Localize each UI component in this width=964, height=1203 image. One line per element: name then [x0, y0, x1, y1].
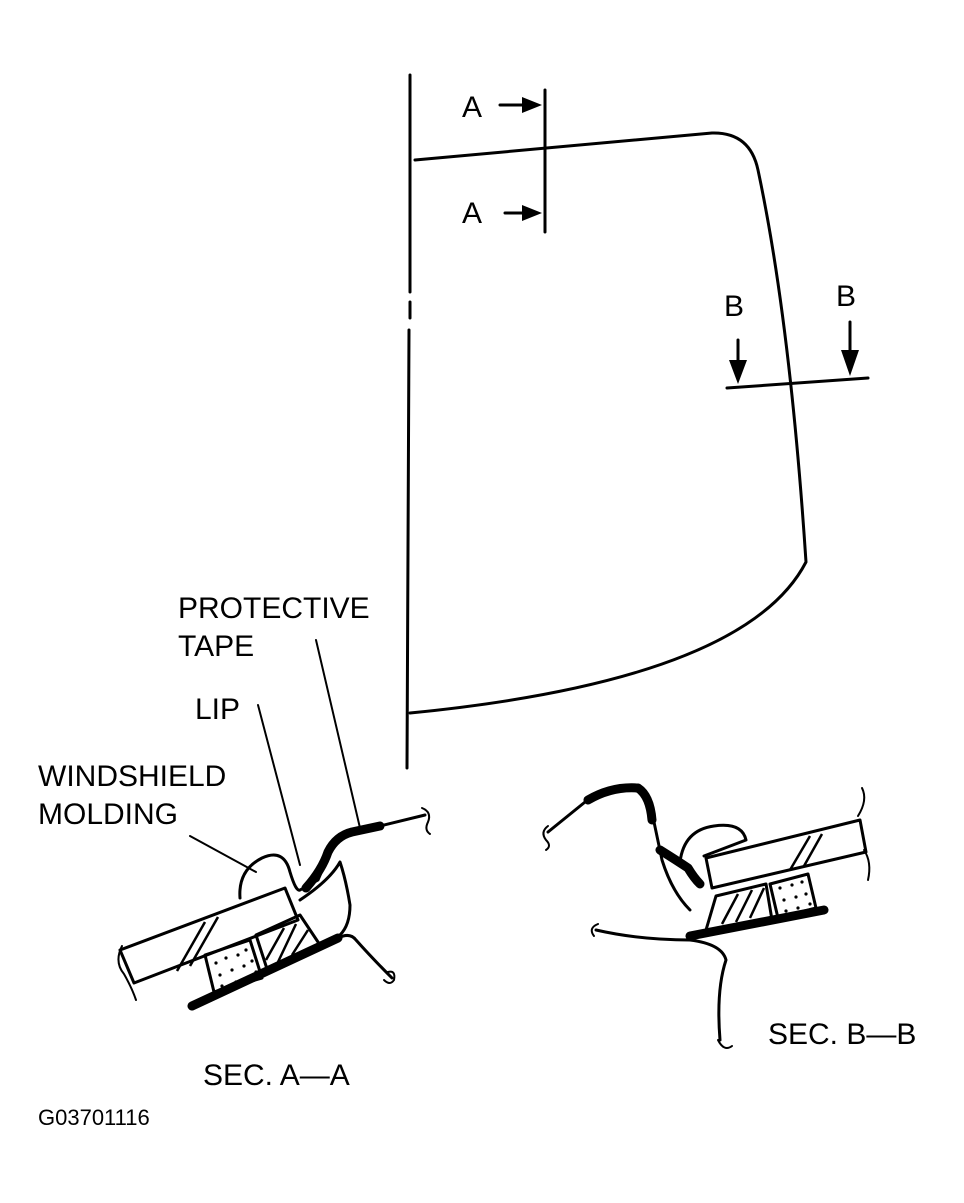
- section-a-lower-arrowhead: [522, 205, 542, 221]
- centerline-lower: [405, 328, 411, 770]
- windshield-molding-leader: [189, 835, 257, 873]
- section-b-protective-tape: [583, 783, 657, 825]
- section-b-detail: [542, 783, 871, 1049]
- section-a-roof-panel: [378, 813, 427, 828]
- section-a-pinch-weld-end: [383, 970, 396, 984]
- section-a-caption: SEC. A—A: [203, 1059, 350, 1092]
- section-a-roof-break: [421, 807, 431, 835]
- section-b-glass-pane: [704, 818, 868, 890]
- protective-tape-label-line2: TAPE: [178, 630, 254, 663]
- section-b-left-arrowhead: [729, 360, 747, 384]
- section-b-glass-hatch-2: [802, 833, 824, 867]
- lip-leader: [257, 704, 301, 866]
- section-a-detail: [117, 807, 431, 1011]
- windshield-molding-label-line2: MOLDING: [38, 798, 178, 831]
- windshield-glass-edge: [408, 131, 808, 715]
- section-a-bead-hatch-2: [276, 923, 298, 963]
- section-b-left-label: B: [724, 290, 744, 323]
- section-b-inner-panel: [594, 928, 728, 1042]
- section-b-markers: B B: [724, 280, 870, 390]
- section-b-windshield-molding: [678, 823, 748, 864]
- section-a-bead-hatch-3: [290, 929, 310, 956]
- section-b-right-label: B: [836, 280, 856, 313]
- section-a-glass-hatch-2: [188, 916, 220, 967]
- protective-tape-leader: [315, 639, 361, 829]
- section-a-protective-tape: [301, 821, 385, 893]
- section-b-bead-hatch-3: [748, 887, 766, 919]
- windshield-outline: [405, 73, 808, 770]
- section-b-glass-hatch-1: [788, 835, 812, 871]
- section-a-lower-label: A: [462, 197, 482, 230]
- section-b-pillar-panel: [546, 787, 692, 912]
- section-b-pillar-break: [542, 825, 550, 851]
- section-a-upper-label: A: [462, 91, 482, 124]
- section-b-bead-hatch-1: [720, 893, 740, 925]
- section-b-body-flange: [685, 905, 829, 941]
- figure-id: G03701116: [38, 1105, 150, 1130]
- section-a-bead-hatch-1: [264, 927, 286, 961]
- section-b-inner-break: [590, 923, 733, 1049]
- section-b-glass-break: [857, 787, 871, 881]
- section-b-right-arrowhead: [841, 350, 859, 376]
- section-b-bead-hatch-2: [734, 889, 754, 923]
- section-a-markers: A A: [462, 88, 547, 234]
- windshield-molding-label-line1: WINDSHIELD: [38, 760, 226, 793]
- lip-label: LIP: [195, 693, 240, 726]
- callouts: PROTECTIVE TAPE LIP WINDSHIELD MOLDING: [38, 592, 370, 873]
- section-a-glass-hatch-1: [175, 921, 207, 972]
- section-a-pinch-weld: [336, 933, 394, 980]
- section-a-molding-body: [298, 860, 352, 937]
- section-b-caption: SEC. B—B: [768, 1018, 916, 1051]
- protective-tape-label-line1: PROTECTIVE: [178, 592, 370, 625]
- section-a-glass-break: [117, 945, 137, 1001]
- section-b-spacer-dots: [778, 880, 812, 913]
- section-a-upper-arrowhead: [522, 97, 542, 113]
- section-b-cut-line: [725, 376, 870, 390]
- section-a-body-flange: [187, 933, 343, 1011]
- section-b-molding-lip: [655, 845, 705, 889]
- section-a-glass-pane: [118, 886, 300, 985]
